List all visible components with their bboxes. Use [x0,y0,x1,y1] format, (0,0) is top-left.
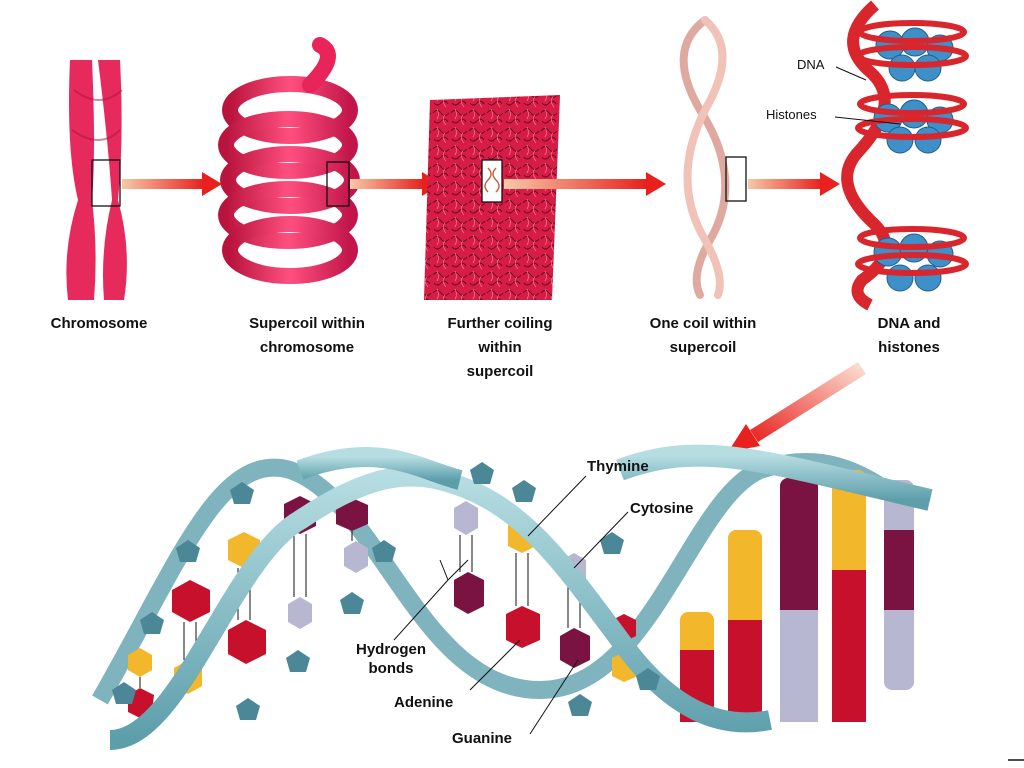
stage-label-dna-histones: DNA and histones [877,315,941,356]
dna-histones-illustration [834,0,969,311]
callout-dna: DNA [797,57,825,72]
supercoil-illustration [218,37,360,284]
further-coiling-illustration [424,95,560,300]
arrow-histones-to-double-helix [728,362,866,452]
arrow-one-coil-to-histones [748,172,840,196]
helix-leader-lines [393,475,629,735]
stage-label-supercoil: Supercoil within chromosome [249,315,365,356]
callout-thymine: Thymine [587,458,649,475]
arrow-chromosome-to-supercoil [122,172,222,196]
stage-label-one-coil: One coil within supercoil [649,315,757,356]
stage-label-further-coiling: Further coiling within supercoil [447,315,553,380]
callout-guanine: Guanine [452,730,513,747]
callout-adenine: Adenine [394,694,454,711]
callout-cytosine: Cytosine [630,500,694,517]
callout-histones: Histones [766,107,817,122]
phosphate-groups [112,462,660,720]
arrow-further-coiling-to-one-coil [504,172,666,196]
chromosome-illustration [66,60,127,300]
close-up-base-cylinders [680,470,914,722]
stage-label-chromosome: Chromosome [50,315,148,332]
callout-hydrogen-bonds: Hydrogen bonds [355,641,426,677]
double-helix [92,444,933,750]
one-coil-illustration [679,16,747,299]
